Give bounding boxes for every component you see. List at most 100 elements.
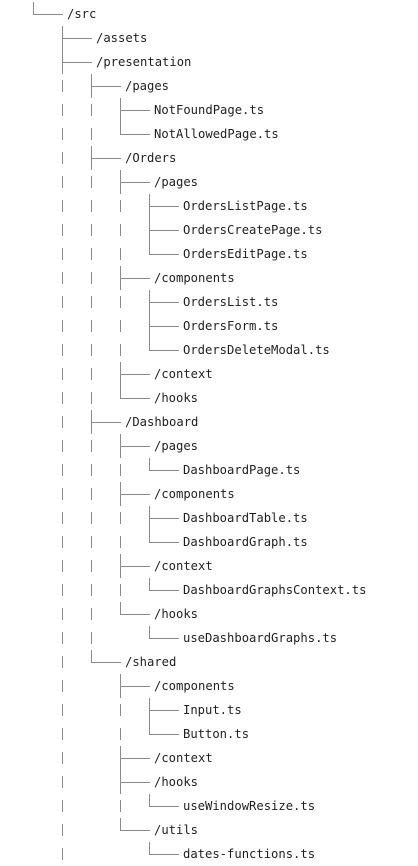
tree-guide-line xyxy=(91,224,92,236)
tree-connector-horizontal xyxy=(120,494,150,495)
tree-row: Input.ts xyxy=(0,698,418,722)
tree-connector-horizontal xyxy=(149,326,179,327)
tree-connector-horizontal xyxy=(62,38,92,39)
file-label: Input.ts xyxy=(183,703,242,717)
tree-connector-horizontal xyxy=(91,158,121,159)
tree-row: /hooks xyxy=(0,770,418,794)
tree-guide-line xyxy=(91,296,92,308)
tree-connector-vertical xyxy=(91,650,92,663)
tree-row: /presentation xyxy=(0,50,418,74)
tree-guide-line xyxy=(62,416,63,428)
file-label: OrdersList.ts xyxy=(183,295,279,309)
tree-row: DashboardGraphsContext.ts xyxy=(0,578,418,602)
tree-row: dates-functions.ts xyxy=(0,842,418,866)
tree-connector-vertical xyxy=(149,458,150,471)
tree-connector-horizontal xyxy=(120,182,150,183)
tree-row: /utils xyxy=(0,818,418,842)
tree-connector-horizontal xyxy=(120,134,150,135)
folder-label: /utils xyxy=(154,823,199,837)
tree-row: NotAllowedPage.ts xyxy=(0,122,418,146)
tree-guide-line xyxy=(120,584,121,596)
tree-guide-line xyxy=(120,248,121,260)
tree-guide-line xyxy=(91,608,92,620)
tree-guide-line xyxy=(120,464,121,476)
tree-row: OrdersDeleteModal.ts xyxy=(0,338,418,362)
tree-guide-line xyxy=(120,224,121,236)
tree-guide-line xyxy=(62,80,63,92)
tree-connector-vertical xyxy=(149,626,150,639)
tree-row: /assets xyxy=(0,26,418,50)
tree-row: useWindowResize.ts xyxy=(0,794,418,818)
tree-guide-line xyxy=(62,728,63,740)
tree-connector-horizontal xyxy=(120,782,150,783)
tree-connector-vertical xyxy=(149,530,150,543)
tree-connector-horizontal xyxy=(149,254,179,255)
tree-guide-line xyxy=(62,824,63,836)
tree-connector-vertical xyxy=(149,794,150,807)
tree-guide-line xyxy=(62,104,63,116)
tree-row: OrdersCreatePage.ts xyxy=(0,218,418,242)
tree-guide-line xyxy=(62,560,63,572)
tree-guide-line xyxy=(91,560,92,572)
tree-guide-line xyxy=(62,608,63,620)
folder-label: /components xyxy=(154,271,235,285)
tree-connector-horizontal xyxy=(149,734,179,735)
folder-label: /shared xyxy=(125,655,177,669)
tree-row: DashboardTable.ts xyxy=(0,506,418,530)
tree-connector-vertical xyxy=(149,578,150,591)
folder-label: /hooks xyxy=(154,607,199,621)
tree-connector-horizontal xyxy=(120,110,150,111)
tree-guide-line xyxy=(120,704,121,716)
tree-connector-vertical xyxy=(149,338,150,351)
file-label: useWindowResize.ts xyxy=(183,799,316,813)
tree-connector-horizontal xyxy=(120,398,150,399)
tree-guide-line xyxy=(91,632,92,644)
tree-connector-vertical xyxy=(149,722,150,735)
tree-row: useDashboardGraphs.ts xyxy=(0,626,418,650)
file-label: OrdersCreatePage.ts xyxy=(183,223,323,237)
tree-guide-line xyxy=(91,248,92,260)
folder-label: /context xyxy=(154,751,213,765)
file-label: DashboardPage.ts xyxy=(183,463,301,477)
tree-guide-line xyxy=(62,128,63,140)
tree-guide-line xyxy=(120,344,121,356)
tree-guide-line xyxy=(120,320,121,332)
tree-row: DashboardPage.ts xyxy=(0,458,418,482)
tree-row: /hooks xyxy=(0,602,418,626)
tree-guide-line xyxy=(91,368,92,380)
tree-guide-line xyxy=(91,464,92,476)
tree-guide-line xyxy=(91,272,92,284)
tree-guide-line xyxy=(120,200,121,212)
tree-connector-vertical xyxy=(120,386,121,399)
tree-guide-line xyxy=(91,392,92,404)
tree-connector-horizontal xyxy=(149,230,179,231)
tree-connector-vertical xyxy=(149,842,150,855)
tree-connector-horizontal xyxy=(149,854,179,855)
tree-guide-line xyxy=(62,368,63,380)
tree-guide-line xyxy=(62,800,63,812)
tree-row: OrdersList.ts xyxy=(0,290,418,314)
tree-guide-line xyxy=(120,512,121,524)
tree-guide-line xyxy=(91,128,92,140)
tree-row: /context xyxy=(0,362,418,386)
tree-guide-line xyxy=(62,320,63,332)
tree-guide-line xyxy=(62,224,63,236)
tree-guide-line xyxy=(62,656,63,668)
tree-connector-vertical xyxy=(120,602,121,615)
folder-label: /hooks xyxy=(154,775,199,789)
folder-label: /Orders xyxy=(125,151,177,165)
tree-guide-line xyxy=(120,536,121,548)
file-label: useDashboardGraphs.ts xyxy=(183,631,338,645)
tree-row: /components xyxy=(0,482,418,506)
tree-row: Button.ts xyxy=(0,722,418,746)
tree-connector-vertical xyxy=(149,242,150,255)
file-label: NotAllowedPage.ts xyxy=(154,127,279,141)
file-label: OrdersDeleteModal.ts xyxy=(183,343,330,357)
folder-label: /assets xyxy=(96,31,148,45)
tree-connector-horizontal xyxy=(62,62,92,63)
tree-connector-horizontal xyxy=(149,302,179,303)
tree-guide-line xyxy=(62,848,63,860)
tree-connector-horizontal xyxy=(149,710,179,711)
tree-connector-horizontal xyxy=(91,662,121,663)
